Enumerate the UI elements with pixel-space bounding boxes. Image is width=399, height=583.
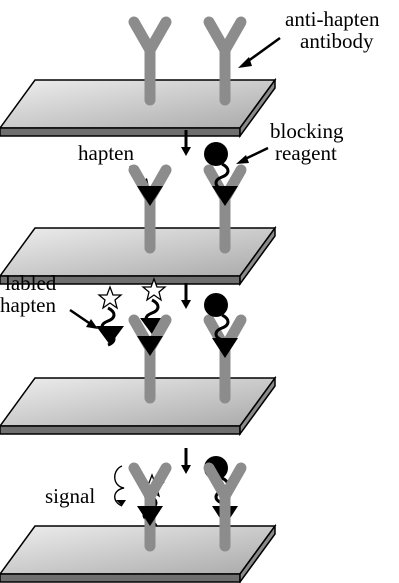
blocking-ball-icon bbox=[204, 293, 238, 358]
blocking-label-line2: reagent bbox=[275, 141, 337, 165]
arrow-down-icon bbox=[179, 446, 193, 476]
panel-4: signal bbox=[0, 446, 276, 583]
blocking-ball-icon bbox=[204, 142, 238, 206]
pointer-arrow-icon bbox=[69, 308, 98, 329]
arrow-down-icon bbox=[179, 281, 193, 311]
signal-label: signal bbox=[45, 484, 95, 508]
hapten-label: hapten bbox=[78, 141, 134, 165]
hapten-triangle-icon bbox=[137, 186, 163, 206]
hapten-triangle-icon bbox=[137, 506, 163, 526]
plate-icon bbox=[0, 525, 276, 583]
pointer-arrow-icon bbox=[238, 36, 281, 68]
plate-icon bbox=[0, 377, 276, 435]
hapten-triangle-icon bbox=[137, 336, 163, 356]
panel-2: hapten blocking reagent bbox=[0, 119, 344, 285]
antibody-label-line2: antibody bbox=[300, 29, 374, 53]
signal-swirl-icon bbox=[114, 465, 126, 507]
blocking-label-line1: blocking bbox=[270, 119, 344, 143]
plate-icon bbox=[0, 79, 276, 137]
panel-1: anti-hapten antibody bbox=[0, 7, 380, 137]
labeled-hapten-icon bbox=[96, 286, 124, 347]
labled-label-line1: labled bbox=[5, 271, 57, 295]
panel-3: labled hapten bbox=[0, 271, 276, 435]
antibody-label-line1: anti-hapten bbox=[285, 7, 380, 31]
labled-label-line2: hapten bbox=[0, 293, 56, 317]
pointer-arrow-icon bbox=[236, 146, 269, 164]
